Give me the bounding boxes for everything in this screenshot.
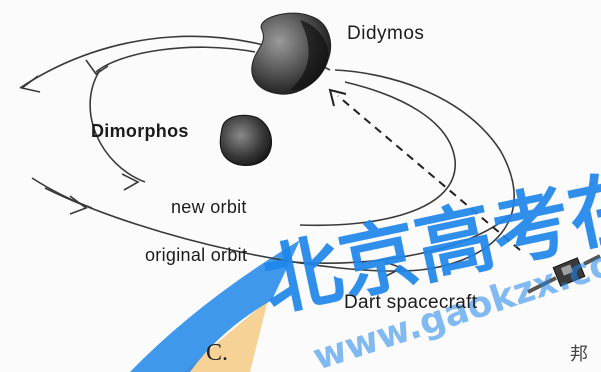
new-orbit-arrow-bottom: [122, 174, 138, 190]
dart-spacecraft-label: Dart spacecraft: [344, 292, 477, 314]
dart-trajectory-arrowhead: [330, 90, 346, 106]
page-mark: 邦: [570, 340, 588, 366]
original-orbit-label: original orbit: [145, 245, 247, 266]
didymos-label: Didymos: [347, 23, 424, 45]
option-letter: C.: [206, 340, 228, 367]
new-orbit-top-path: [96, 47, 255, 72]
dimorphos-label: Dimorphos: [91, 121, 189, 142]
new-orbit-label: new orbit: [171, 197, 247, 218]
dimorphos-asteroid-icon: [220, 115, 271, 165]
original-orbit-left-stub: [32, 178, 92, 208]
